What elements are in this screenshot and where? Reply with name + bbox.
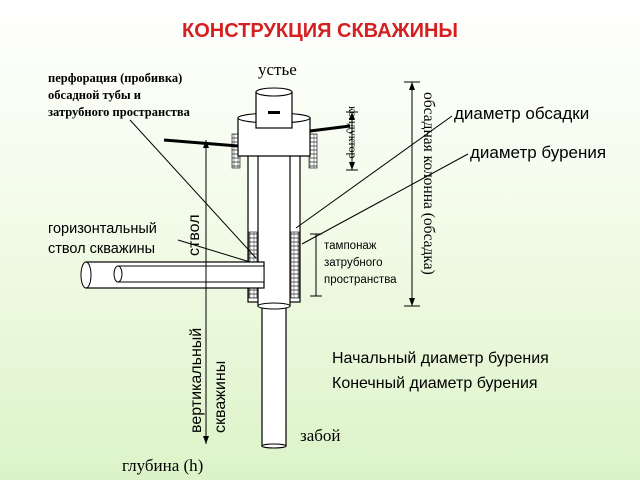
label-drilling-diameter: диаметр бурения bbox=[470, 143, 607, 162]
label-horizontal-bore: горизонтальный ствол скважины bbox=[48, 221, 157, 257]
horizontal-bore-end bbox=[80, 261, 92, 289]
label-conductor: кондуктор bbox=[346, 106, 360, 159]
leader-horizontal bbox=[177, 239, 251, 263]
leader-drilling-diameter bbox=[301, 153, 469, 245]
label-depth: глубина (h) bbox=[122, 456, 204, 475]
label-casing-diameter: диаметр обсадки bbox=[454, 104, 590, 123]
label-vertical-bore-1: ствол bbox=[186, 214, 203, 256]
label-final-drilling-diameter: Конечный диаметр бурения bbox=[332, 375, 538, 392]
label-perforation: перфорация (пробивка) обсадной тубы и за… bbox=[48, 71, 190, 119]
wellhead-top bbox=[255, 87, 293, 97]
label-casing-column: обсадная колонна (обсадка) bbox=[420, 92, 437, 275]
cement-right bbox=[290, 231, 300, 299]
casing-bottom bbox=[257, 302, 291, 310]
label-initial-drilling-diameter: Начальный диаметр бурения bbox=[332, 350, 549, 367]
leader-casing-diameter bbox=[295, 115, 453, 229]
wellhead-pipe bbox=[255, 91, 293, 129]
wellhead-slot bbox=[268, 111, 280, 114]
label-vertical-bore-3: скважины bbox=[212, 360, 229, 433]
label-zaboy: забой bbox=[300, 426, 341, 445]
label-cementing: тампонаж затрубного пространства bbox=[324, 240, 397, 286]
horizontal-bore-inner bbox=[117, 265, 265, 283]
label-vertical-bore-2: вертикальный bbox=[188, 327, 205, 433]
vertical-bore-pipe bbox=[261, 299, 287, 447]
leader-perforation bbox=[129, 119, 257, 259]
page-title: КОНСТРУКЦИЯ СКВАЖИНЫ bbox=[181, 20, 459, 42]
bore-bottom bbox=[261, 443, 287, 449]
label-ustye: устье bbox=[258, 60, 297, 79]
